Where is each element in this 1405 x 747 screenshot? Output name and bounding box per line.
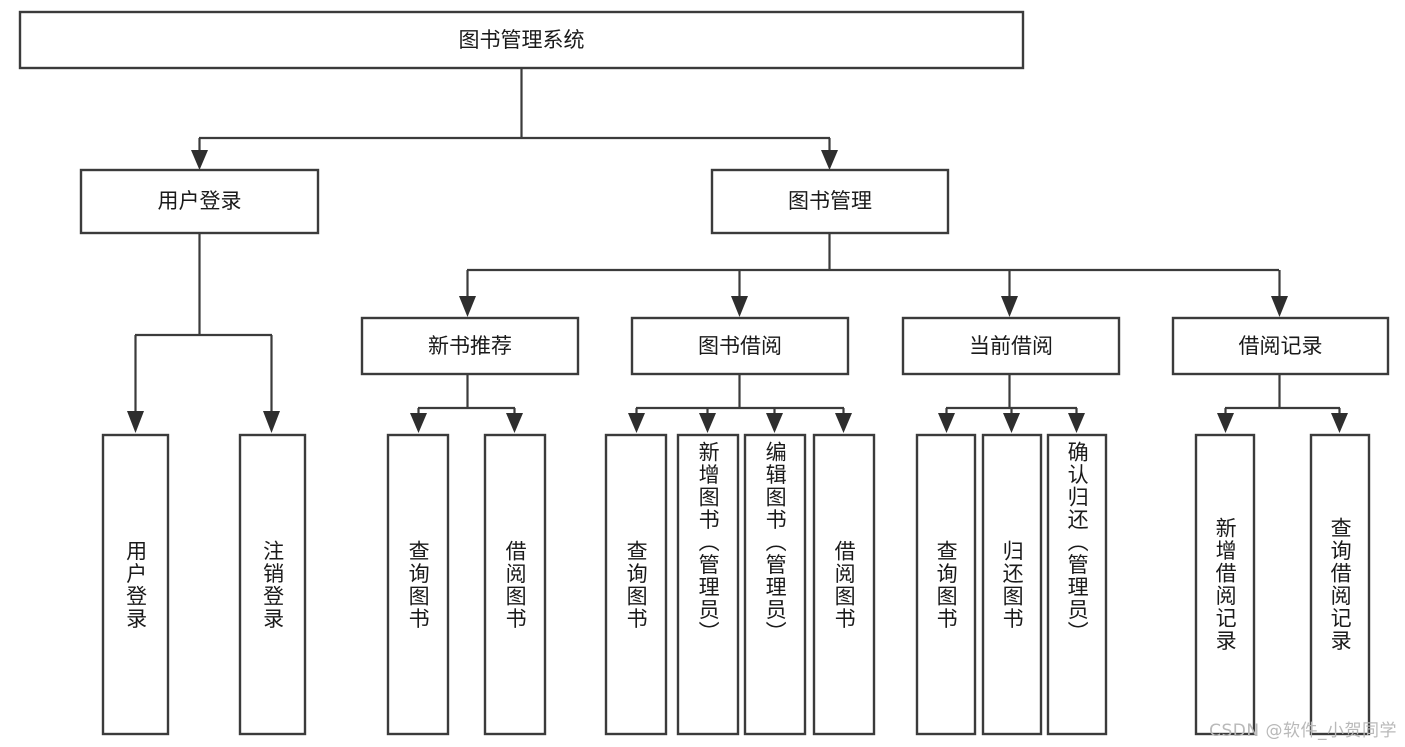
leaf-box-cb-confirm-return-admin[interactable] — [1046, 433, 1108, 736]
arrow-head-user-login — [191, 150, 208, 170]
arrow-head-bb-leaf-2 — [699, 413, 716, 433]
arrow-head-cb-leaf-1 — [938, 413, 955, 433]
arrow-head-new-book-rec — [459, 296, 476, 317]
arrow-head-nbr-leaf-1 — [410, 413, 427, 433]
arrow-head-borrow-record — [1271, 296, 1288, 317]
node-book-management-label: 图书管理 — [788, 189, 872, 213]
node-new-book-recommend-box[interactable] — [360, 316, 580, 376]
leaf-boxes — [101, 433, 1371, 736]
leaf-box-cb-return-book[interactable] — [981, 433, 1043, 736]
node-user-login-box[interactable] — [79, 168, 320, 235]
arrow-head-cb-leaf-2 — [1003, 413, 1020, 433]
arrow-head-cb-leaf-3 — [1068, 413, 1085, 433]
node-current-borrow-label: 当前借阅 — [969, 334, 1053, 358]
leaf-box-bb-borrow-book[interactable] — [812, 433, 876, 736]
csdn-watermark: CSDN @软件_小贺同学 — [1209, 721, 1397, 741]
connector-group-root — [191, 68, 838, 170]
node-book-management[interactable]: 图书管理 — [710, 168, 950, 235]
node-borrow-record-label: 借阅记录 — [1239, 334, 1323, 358]
arrow-head-br-leaf-1 — [1217, 413, 1234, 433]
arrow-head-book-borrow — [731, 296, 748, 317]
node-book-borrow-box[interactable] — [630, 316, 850, 376]
arrow-head-bb-leaf-1 — [628, 413, 645, 433]
connector-group-user-login — [127, 233, 280, 433]
node-root[interactable]: 图书管理系统 — [18, 10, 1025, 70]
connector-group-new-book-rec — [410, 374, 523, 433]
connector-group-current-borrow — [938, 374, 1085, 433]
arrow-head-nbr-leaf-2 — [506, 413, 523, 433]
node-current-borrow[interactable]: 当前借阅 — [901, 316, 1121, 376]
node-current-borrow-box[interactable] — [901, 316, 1121, 376]
arrow-head-leaf-logout — [263, 411, 280, 433]
node-user-login[interactable]: 用户登录 — [79, 168, 320, 235]
node-borrow-record-box[interactable] — [1171, 316, 1390, 376]
connector-group-book-borrow — [628, 374, 852, 433]
leaf-box-nbr-borrow-book[interactable] — [483, 433, 547, 736]
leaf-box-bb-edit-book-admin[interactable] — [743, 433, 807, 736]
leaf-box-logout-login[interactable] — [238, 433, 307, 736]
node-user-login-label: 用户登录 — [158, 189, 242, 213]
arrow-head-bb-leaf-4 — [835, 413, 852, 433]
node-new-book-recommend[interactable]: 新书推荐 — [360, 316, 580, 376]
arrow-head-current-borrow — [1001, 296, 1018, 317]
node-new-book-recommend-label: 新书推荐 — [428, 334, 512, 358]
connector-group-book-mgmt — [459, 233, 1288, 317]
arrow-head-br-leaf-2 — [1331, 413, 1348, 433]
node-borrow-record[interactable]: 借阅记录 — [1171, 316, 1390, 376]
node-root-box[interactable] — [18, 10, 1025, 70]
node-book-management-box[interactable] — [710, 168, 950, 235]
leaf-box-bb-query-book[interactable] — [604, 433, 668, 736]
leaf-box-br-add-record[interactable] — [1194, 433, 1256, 736]
leaf-box-cb-query-book[interactable] — [915, 433, 977, 736]
node-book-borrow-label: 图书借阅 — [698, 334, 782, 358]
connector-group-borrow-record — [1217, 374, 1348, 433]
leaf-box-bb-add-book-admin[interactable] — [676, 433, 740, 736]
arrow-head-bb-leaf-3 — [766, 413, 783, 433]
leaf-box-br-query-record[interactable] — [1309, 433, 1371, 736]
node-book-borrow[interactable]: 图书借阅 — [630, 316, 850, 376]
arrow-head-leaf-user-login — [127, 411, 144, 433]
leaf-box-nbr-query-book[interactable] — [386, 433, 450, 736]
leaf-box-user-login[interactable] — [101, 433, 170, 736]
node-root-label: 图书管理系统 — [459, 28, 585, 52]
arrow-head-book-mgmt — [821, 150, 838, 170]
